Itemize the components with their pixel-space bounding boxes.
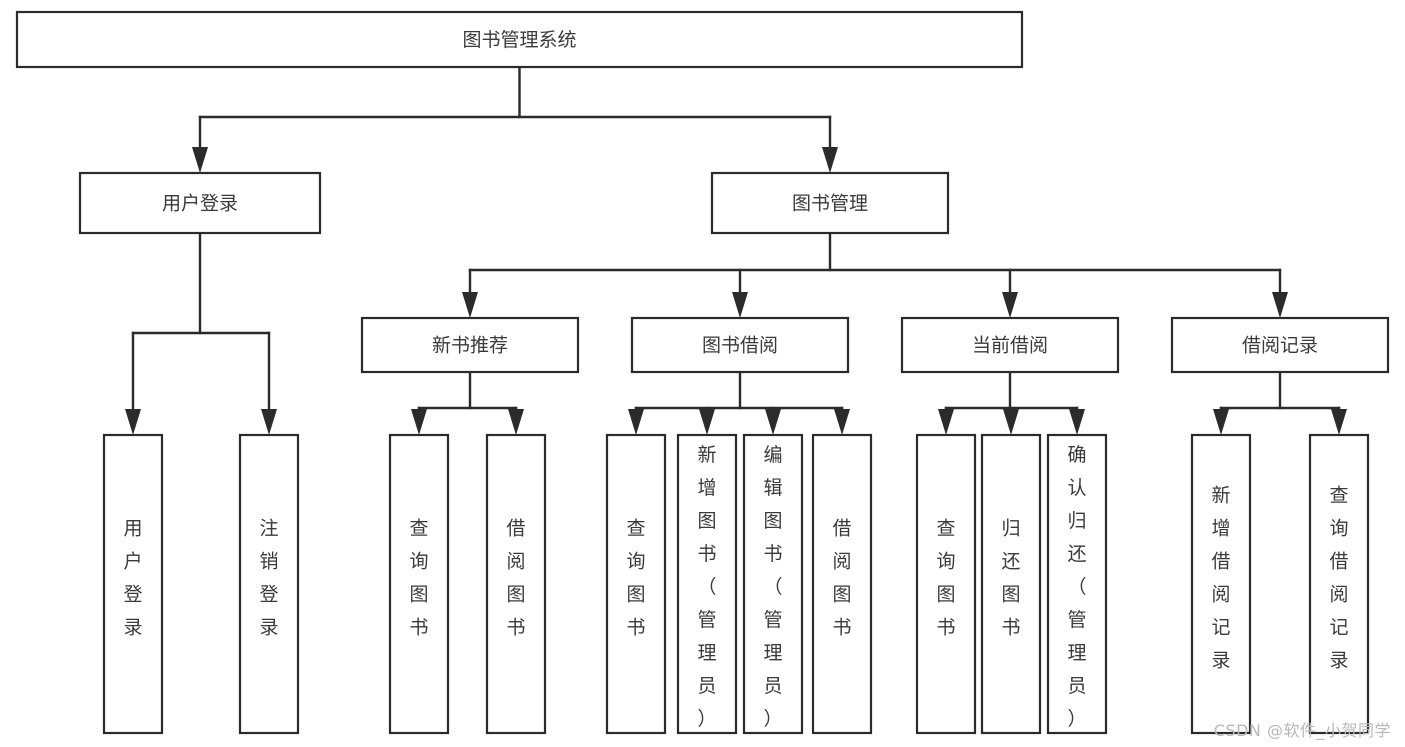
node-box[interactable] <box>388 433 450 735</box>
arrow-head-icon <box>628 409 644 435</box>
node-leaf-query-record[interactable]: 查询借阅记录 <box>1308 433 1370 735</box>
node-label: 新增图书（管理员） <box>697 444 716 730</box>
arrow-head-icon <box>411 409 427 435</box>
node-leaf-borrow-book-2[interactable]: 借阅图书 <box>811 433 873 735</box>
node-leaf-user-login[interactable]: 用户登录 <box>102 433 164 735</box>
node-label: 查询图书 <box>626 518 645 639</box>
node-label: 当前借阅 <box>972 335 1048 357</box>
node-box[interactable] <box>980 433 1042 735</box>
node-box[interactable] <box>238 433 300 735</box>
connector-group <box>1213 370 1347 435</box>
connector-layer <box>125 65 1347 435</box>
connector-group <box>628 370 850 435</box>
node-box[interactable] <box>1190 433 1252 735</box>
connector-group <box>125 231 277 435</box>
arrow-head-icon <box>261 409 277 435</box>
connector-group <box>462 231 1288 318</box>
node-box[interactable] <box>710 171 950 235</box>
node-leaf-query-book-1[interactable]: 查询图书 <box>388 433 450 735</box>
arrow-head-icon <box>699 409 715 435</box>
node-book-borrow[interactable]: 图书借阅 <box>630 316 850 374</box>
node-leaf-logout[interactable]: 注销登录 <box>238 433 300 735</box>
node-label: 图书管理 <box>792 193 868 215</box>
node-box[interactable] <box>742 433 804 735</box>
arrow-head-icon <box>1331 409 1347 435</box>
arrow-head-icon <box>938 409 954 435</box>
node-box[interactable] <box>630 316 850 374</box>
connector-group <box>938 370 1085 435</box>
node-box[interactable] <box>1308 433 1370 735</box>
arrow-head-icon <box>462 292 478 318</box>
node-leaf-query-book-3[interactable]: 查询图书 <box>915 433 977 735</box>
arrow-head-icon <box>125 409 141 435</box>
arrow-head-icon <box>822 147 838 173</box>
arrow-head-icon <box>732 292 748 318</box>
node-leaf-add-book[interactable]: 新增图书（管理员） <box>676 433 738 735</box>
node-label: 图书借阅 <box>702 335 778 357</box>
node-borrow-record[interactable]: 借阅记录 <box>1170 316 1390 374</box>
node-user-login[interactable]: 用户登录 <box>78 171 322 235</box>
node-current-borrow[interactable]: 当前借阅 <box>900 316 1120 374</box>
node-label: 注销登录 <box>259 518 278 639</box>
node-label: 确认归还（管理员） <box>1067 444 1086 730</box>
node-leaf-query-book-2[interactable]: 查询图书 <box>605 433 667 735</box>
arrow-head-icon <box>1069 409 1085 435</box>
node-label: 图书管理系统 <box>462 29 576 51</box>
node-label: 归还图书 <box>1001 518 1020 639</box>
node-label: 查询图书 <box>409 518 428 639</box>
connector-group <box>411 370 524 435</box>
node-label: 新书推荐 <box>432 335 508 357</box>
node-leaf-confirm-return[interactable]: 确认归还（管理员） <box>1046 433 1108 735</box>
node-label: 查询图书 <box>936 518 955 639</box>
node-label: 编辑图书（管理员） <box>763 444 782 730</box>
node-box[interactable] <box>676 433 738 735</box>
node-box[interactable] <box>1170 316 1390 374</box>
node-box[interactable] <box>485 433 547 735</box>
node-label: 用户登录 <box>162 193 238 215</box>
node-label: 借阅图书 <box>506 518 525 639</box>
arrow-head-icon <box>1213 409 1229 435</box>
node-box[interactable] <box>900 316 1120 374</box>
node-box[interactable] <box>811 433 873 735</box>
connector-group <box>192 65 838 173</box>
node-label: 查询借阅记录 <box>1329 485 1348 672</box>
arrow-head-icon <box>1272 292 1288 318</box>
node-book-manage[interactable]: 图书管理 <box>710 171 950 235</box>
node-leaf-edit-book[interactable]: 编辑图书（管理员） <box>742 433 804 735</box>
arrow-head-icon <box>192 147 208 173</box>
node-label: 用户登录 <box>123 518 142 639</box>
node-box[interactable] <box>15 10 1024 69</box>
node-box[interactable] <box>1046 433 1108 735</box>
node-leaf-return-book[interactable]: 归还图书 <box>980 433 1042 735</box>
node-box[interactable] <box>78 171 322 235</box>
node-leaf-borrow-book-1[interactable]: 借阅图书 <box>485 433 547 735</box>
node-box[interactable] <box>915 433 977 735</box>
arrow-head-icon <box>1002 292 1018 318</box>
arrow-head-icon <box>765 409 781 435</box>
node-box[interactable] <box>605 433 667 735</box>
node-layer: 图书管理系统用户登录图书管理新书推荐图书借阅当前借阅借阅记录用户登录注销登录查询… <box>15 10 1390 735</box>
node-label: 借阅图书 <box>832 518 851 639</box>
node-box[interactable] <box>360 316 580 374</box>
arrow-head-icon <box>834 409 850 435</box>
arrow-head-icon <box>1003 409 1019 435</box>
node-box[interactable] <box>102 433 164 735</box>
node-new-book-rec[interactable]: 新书推荐 <box>360 316 580 374</box>
node-label: 新增借阅记录 <box>1211 485 1230 672</box>
node-root[interactable]: 图书管理系统 <box>15 10 1024 69</box>
arrow-head-icon <box>508 409 524 435</box>
node-label: 借阅记录 <box>1242 335 1318 357</box>
node-leaf-add-record[interactable]: 新增借阅记录 <box>1190 433 1252 735</box>
